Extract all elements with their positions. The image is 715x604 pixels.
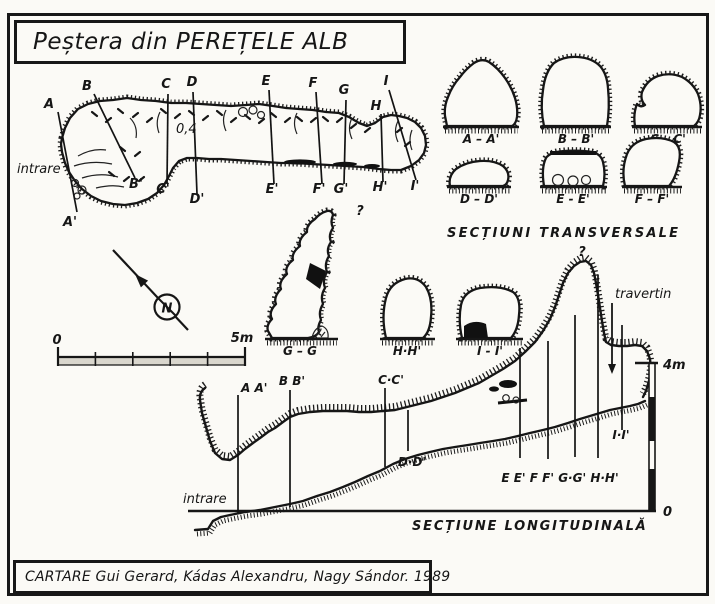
plan-label-f2: F'	[313, 182, 326, 197]
long-station-i: I·I'	[612, 428, 629, 442]
sheet-border	[7, 13, 709, 596]
cross-sections-panel: A – A' B – B' C – C' D – D'	[441, 53, 705, 206]
plan-label-c2: C'	[156, 182, 170, 197]
scale-start-label: 0	[52, 333, 61, 348]
cross-section-b-label: B – B'	[558, 132, 594, 146]
plan-label-h2: H'	[373, 180, 388, 195]
plan-section-labels: A B C D E F G H I A' B' C' D' E' F' G' H…	[43, 74, 419, 230]
plan-label-a: A	[43, 97, 54, 112]
long-station-efgh: E E' F F' G·G' H·H'	[501, 471, 618, 485]
cross-sections-heading: SECȚIUNI TRANSVERSALE	[447, 226, 681, 241]
cross-sections-panel-2: G – G ? H·H' I - I'	[264, 204, 523, 358]
travertin-label: travertin	[615, 287, 671, 302]
elevation-scale: 4m 0	[635, 358, 686, 520]
plan-label-b: B	[82, 79, 92, 94]
plan-cave-outline	[59, 96, 428, 207]
plan-label-g: G	[339, 83, 350, 98]
plan-label-d: D	[187, 75, 198, 90]
longitudinal-heading: SECȚIUNE LONGITUDINALĂ	[412, 519, 648, 534]
scale-bar: 0 5m	[52, 331, 254, 366]
long-station-d: D·D'	[398, 455, 426, 469]
north-arrowhead	[135, 274, 149, 288]
cross-section-a: A – A'	[441, 56, 521, 146]
long-entrance-label: intrare	[183, 492, 227, 507]
cross-section-d-label: D – D'	[460, 192, 498, 206]
plan-label-c: C	[161, 77, 171, 92]
plan-section-lines	[57, 89, 417, 213]
credit-box: CARTARE Gui Gerard, Kádas Alexandru, Nag…	[13, 560, 450, 594]
plan-label-h: H	[371, 99, 382, 114]
plan-label-i2: I'	[411, 179, 420, 194]
compass-north-letter: N	[162, 302, 173, 317]
long-station-lines	[237, 275, 623, 513]
page-title: Peștera din PEREȚELE ALB	[33, 29, 349, 55]
long-ceiling-hachure	[196, 253, 655, 461]
plan-label-a2: A'	[62, 215, 77, 230]
cross-section-b: B – B'	[538, 53, 613, 146]
longitudinal-section: A A' B B' C·C' D·D' E E' F F' G·G' H·H' …	[183, 245, 686, 537]
plan-height-note: 0,4	[176, 122, 197, 137]
cross-section-e: E - E'	[539, 147, 608, 206]
long-station-a: A A'	[240, 381, 267, 395]
plan-label-d2: D'	[190, 192, 205, 207]
plan-label-f: F	[309, 76, 318, 91]
cross-section-h-label: H·H'	[393, 344, 421, 358]
credit-text: CARTARE Gui Gerard, Kádas Alexandru, Nag…	[25, 569, 451, 585]
cross-section-g: G – G ?	[264, 204, 364, 358]
plan-entrance-label: intrare	[17, 162, 61, 177]
cross-section-h: H·H'	[380, 274, 435, 358]
elevation-bottom-label: 0	[663, 505, 672, 520]
cross-section-a-label: A – A'	[462, 132, 500, 146]
plan-label-i: I	[384, 74, 389, 89]
plan-label-b2: B'	[129, 177, 143, 192]
plan-label-e: E	[262, 74, 271, 89]
scale-end-label: 5m	[231, 331, 254, 346]
long-floor-line	[193, 399, 647, 532]
cross-section-question-mark: ?	[356, 204, 364, 219]
plan-label-g2: G'	[334, 182, 349, 197]
cross-section-i: I - I'	[456, 283, 523, 358]
long-ceiling-line	[198, 259, 653, 462]
cross-section-g-label: G – G	[283, 344, 317, 358]
cross-section-f: F – F'	[619, 134, 684, 206]
plan-label-e2: E'	[266, 182, 279, 197]
long-question-mark: ?	[578, 245, 586, 260]
title-box: Peștera din PEREȚELE ALB	[14, 20, 406, 64]
cross-section-e-label: E - E'	[556, 192, 589, 206]
cross-section-d: D – D'	[446, 157, 512, 206]
elevation-top-label: 4m	[662, 358, 686, 373]
long-detail-marks	[489, 380, 528, 405]
plan-view: A B C D E F G H I A' B' C' D' E' F' G' H…	[17, 74, 430, 230]
cross-section-i-label: I - I'	[477, 344, 503, 358]
cross-section-c: C – C'	[630, 70, 705, 146]
cross-section-f-label: F – F'	[635, 192, 669, 206]
plan-floor-contours	[73, 109, 413, 189]
long-floor-hachure	[196, 402, 648, 537]
travertin-arrow	[608, 303, 616, 374]
long-station-b: B B'	[279, 374, 305, 388]
long-station-c: C·C'	[378, 373, 404, 387]
north-arrow: N	[112, 249, 189, 331]
